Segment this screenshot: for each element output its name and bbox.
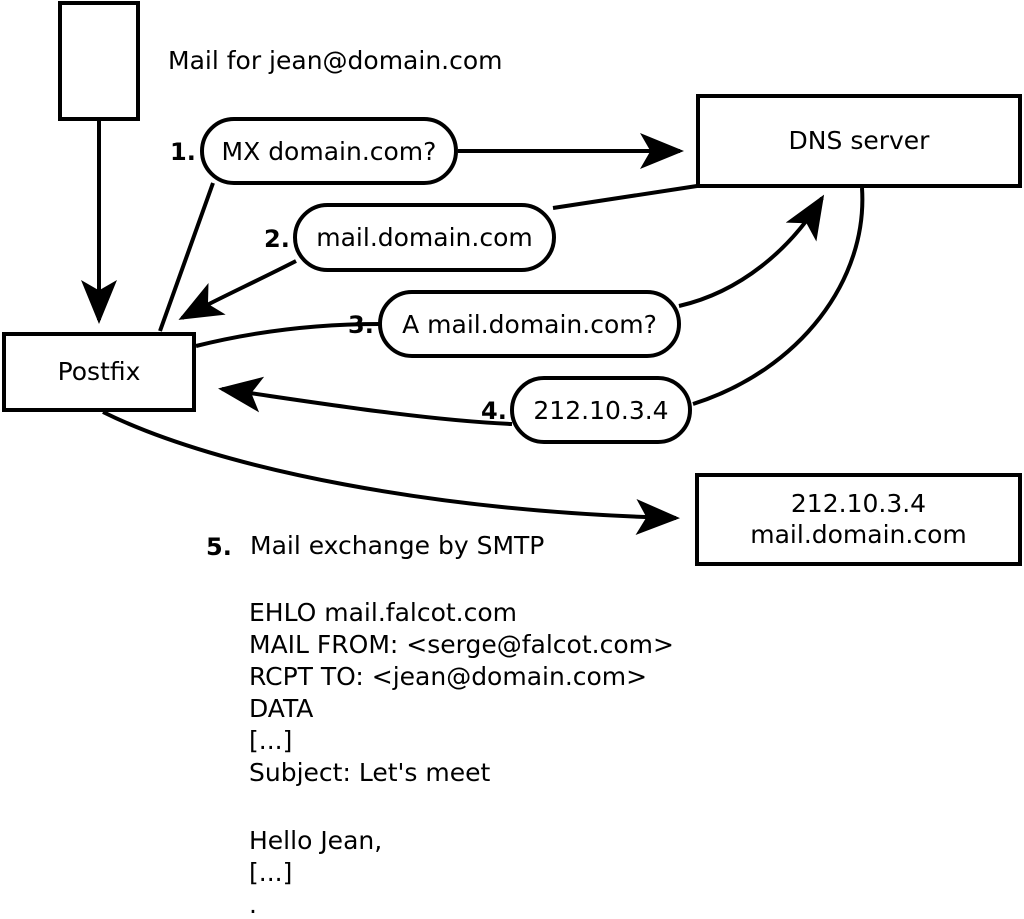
bubble-step-4[interactable]: 212.10.3.4 [510,376,692,444]
step-3-number: 3. [348,311,374,339]
step-1-number: 1. [170,138,196,166]
node-dns-server-box[interactable]: DNS server [696,94,1022,188]
connector-postfix-to-step3 [195,322,381,348]
bubble-step-2-label: mail.domain.com [316,223,533,252]
bubble-step-3[interactable]: A mail.domain.com? [378,290,681,358]
smtp-transcript-body: Hello Jean, [...] [249,826,383,887]
node-client-box[interactable] [58,1,140,121]
connector-step2-to-postfix [178,259,297,320]
node-mail-server-box[interactable]: 212.10.3.4 mail.domain.com [695,473,1022,566]
node-dns-server-label: DNS server [788,125,930,155]
connector-dns-to-step2 [552,184,698,210]
smtp-transcript-terminator: . [249,890,257,919]
node-postfix-box[interactable]: Postfix [2,332,196,412]
connector-step1-tail [158,182,215,332]
node-mail-server-host: mail.domain.com [750,519,967,549]
connector-step3-to-dns [678,194,825,308]
smtp-transcript-commands: EHLO mail.falcot.com MAIL FROM: <serge@f… [249,598,674,787]
step-5-label: Mail exchange by SMTP [250,531,545,560]
node-postfix-label: Postfix [57,356,141,386]
connector-step4-to-postfix [218,376,513,426]
bubble-step-3-label: A mail.domain.com? [402,309,657,339]
step-2-number: 2. [264,225,290,253]
step-4-number: 4. [481,397,507,425]
bubble-step-1-label: MX domain.com? [221,136,437,166]
node-mail-server-ip: 212.10.3.4 [790,489,927,518]
step-5-number: 5. [206,533,232,561]
bubble-step-1[interactable]: MX domain.com? [200,117,458,185]
mail-for-note: Mail for jean@domain.com [168,46,503,75]
connector-dns-to-step4 [692,187,865,406]
connector-postfix-to-mailserver [102,410,680,535]
bubble-step-2[interactable]: mail.domain.com [293,203,556,272]
bubble-step-4-label: 212.10.3.4 [533,395,669,425]
